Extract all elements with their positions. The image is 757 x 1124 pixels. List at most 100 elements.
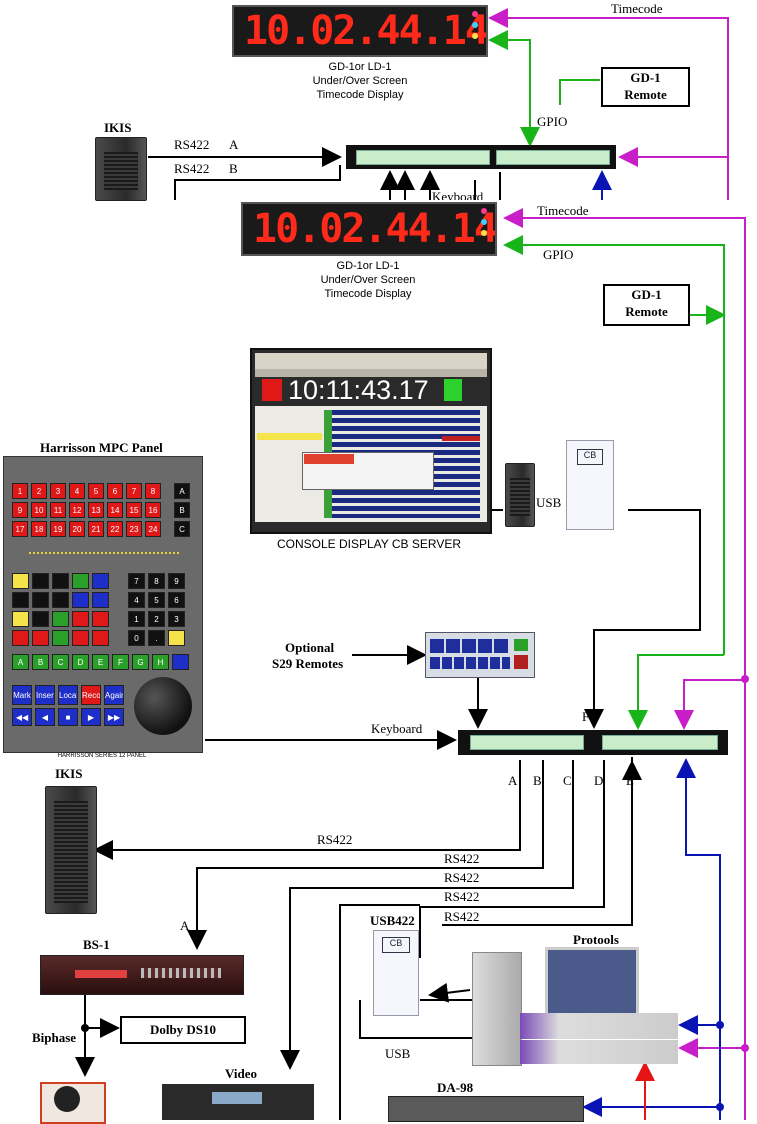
- side-key: C: [174, 521, 190, 537]
- top-router: [346, 145, 616, 169]
- red-key: 4: [69, 483, 85, 499]
- red-key: 14: [107, 502, 123, 518]
- numpad-key: .: [148, 630, 165, 646]
- jog-wheel: [134, 677, 192, 735]
- blue-lines: [582, 758, 721, 1120]
- numpad-key: 0: [128, 630, 145, 646]
- function-key: [92, 592, 109, 608]
- bs1-port-a: A: [180, 918, 190, 933]
- red-key: 8: [145, 483, 161, 499]
- top-port-a: A: [229, 137, 239, 152]
- mpc-panel-caption: HARRISSON SERIES 12 PANEL: [57, 753, 147, 759]
- numpad-key: 7: [128, 573, 145, 589]
- mpc-panel-title: Harrisson MPC Panel: [40, 440, 163, 455]
- da98-device: [388, 1096, 584, 1122]
- function-key: [12, 630, 29, 646]
- top-keyboard-label: Keyboard: [432, 189, 484, 200]
- console-clock: 10:11:43.17: [288, 375, 429, 405]
- function-key: [52, 592, 69, 608]
- transport-key: Mark: [12, 685, 32, 705]
- green-key: H: [152, 654, 169, 670]
- video-label: Video: [225, 1066, 258, 1081]
- port-d-label: D: [594, 773, 604, 788]
- function-key: [12, 611, 29, 627]
- usb-label-console: USB: [536, 495, 562, 510]
- dolby-box: Dolby DS10: [120, 1016, 246, 1044]
- function-key: [32, 573, 49, 589]
- s29-remotes-label: S29 Remotes: [272, 656, 344, 671]
- red-key: 2: [31, 483, 47, 499]
- timecode-caption: GD-1or LD-1 Under/Over Screen Timecode D…: [320, 260, 416, 300]
- green-key: E: [92, 654, 109, 670]
- rs422-label-3: RS422: [444, 870, 480, 885]
- function-key: [72, 573, 89, 589]
- da98-label: DA-98: [437, 1080, 474, 1095]
- top-gd1-remote-box: GD-1 Remote: [601, 67, 690, 107]
- red-key: 21: [88, 521, 104, 537]
- green-key: F: [112, 654, 129, 670]
- timecode-label: Timecode: [537, 203, 589, 218]
- reel-machine: [40, 1082, 106, 1124]
- transport-arrow-key: ▶: [81, 708, 101, 726]
- function-key: [52, 630, 69, 646]
- red-key: 9: [12, 502, 28, 518]
- optional-label: Optional: [285, 640, 335, 655]
- transport-key: Record: [81, 685, 101, 705]
- usb-label-bottom: USB: [385, 1046, 411, 1061]
- top-port-b: B: [229, 161, 238, 176]
- green-key: B: [32, 654, 49, 670]
- numpad-key: [168, 630, 185, 646]
- red-key: 3: [50, 483, 66, 499]
- function-key: [32, 592, 49, 608]
- gd1-remote-box: GD-1 Remote: [603, 284, 690, 326]
- rs422-label-4: RS422: [444, 889, 480, 904]
- green-key: G: [132, 654, 149, 670]
- function-key: [72, 611, 89, 627]
- function-key: [32, 630, 49, 646]
- function-key: [72, 592, 89, 608]
- numpad-key: 8: [148, 573, 165, 589]
- red-key: 20: [69, 521, 85, 537]
- red-key: 10: [31, 502, 47, 518]
- top-timecode-display: 10.02.44.14: [232, 5, 488, 57]
- red-key: 12: [69, 502, 85, 518]
- top-gpio-label: GPIO: [537, 114, 568, 129]
- main-router: [458, 730, 728, 755]
- green-key: D: [72, 654, 89, 670]
- top-green-lines: [488, 30, 600, 147]
- red-key: 24: [145, 521, 161, 537]
- red-key: 23: [126, 521, 142, 537]
- transport-key: Locate: [58, 685, 78, 705]
- red-key: 1: [12, 483, 28, 499]
- console-display-screen: 10:11:43.17: [250, 348, 492, 534]
- top-rs422-a: RS422: [174, 137, 210, 152]
- numpad-key: 9: [168, 573, 185, 589]
- protools-interface-2: [520, 1040, 678, 1064]
- top-ikis-server: [95, 137, 147, 201]
- red-key: 22: [107, 521, 123, 537]
- bs1-device: [40, 955, 244, 995]
- function-key: [72, 630, 89, 646]
- jog-key: [172, 654, 189, 670]
- function-key: [12, 573, 29, 589]
- top-ikis-label: IKIS: [104, 120, 132, 135]
- usb422-label: USB422: [370, 913, 415, 928]
- rs422-label-1: RS422: [317, 832, 353, 847]
- protools-tower: [472, 952, 522, 1066]
- top-black-lines: [148, 147, 501, 200]
- function-key: [52, 573, 69, 589]
- function-key: [32, 611, 49, 627]
- numpad-key: 6: [168, 592, 185, 608]
- transport-arrow-key: ▶▶: [104, 708, 124, 726]
- timecode-display: 10.02.44.14: [241, 202, 497, 256]
- red-key: 19: [50, 521, 66, 537]
- protools-interface-1: [520, 1013, 678, 1039]
- top-timecode-label: Timecode: [611, 1, 663, 16]
- magenta-lines: [503, 208, 746, 1120]
- cb-server-tower: [505, 463, 535, 527]
- transport-key: Insert Replay: [35, 685, 55, 705]
- numpad-key: 3: [168, 611, 185, 627]
- rs422-label-5: RS422: [444, 909, 480, 924]
